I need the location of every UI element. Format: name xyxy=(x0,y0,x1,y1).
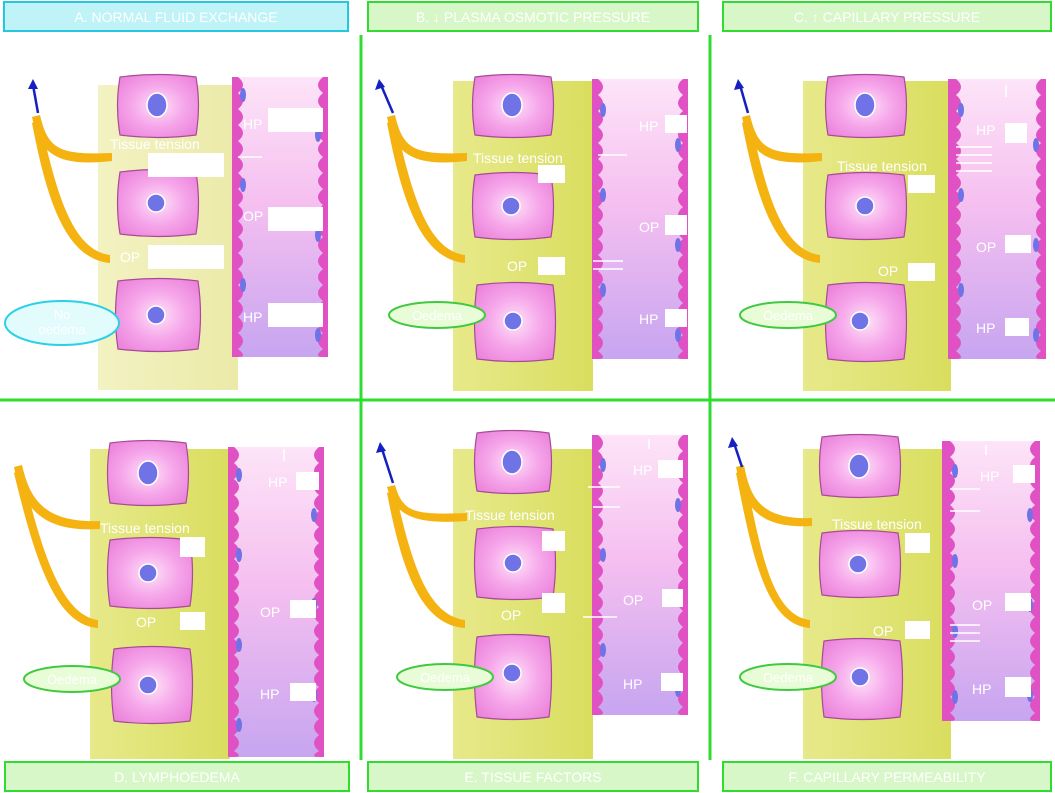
capillary xyxy=(948,79,1046,359)
svg-text:Oedema: Oedema xyxy=(763,670,814,685)
op-vessel-label: OP xyxy=(243,208,263,224)
svg-text:oedema: oedema xyxy=(39,322,87,337)
cell xyxy=(824,171,908,241)
no-oedema-badge: No oedema xyxy=(4,300,120,346)
op-tissue-label: OP xyxy=(136,614,156,630)
header-c: C. ↑ CAPILLARY PRESSURE xyxy=(722,1,1052,32)
header-f: F. CAPILLARY PERMEABILITY xyxy=(722,761,1052,792)
oedema-badge: Oedema xyxy=(739,301,837,329)
tissue-tension-label: Tissue tension xyxy=(100,520,190,536)
cell xyxy=(473,633,553,721)
panel-e: Tissue tension OP HP OP HP Oedema xyxy=(376,429,688,759)
cell xyxy=(818,529,902,599)
header-a-label: A. NORMAL FLUID EXCHANGE xyxy=(74,9,277,25)
svg-text:Oedema: Oedema xyxy=(763,308,814,323)
cell xyxy=(473,429,553,495)
cell xyxy=(471,73,555,139)
panel-a: Tissue tension OP HP OP HP No oedema xyxy=(4,73,328,390)
op-vessel-label: OP xyxy=(972,597,992,613)
op-vessel-label: OP xyxy=(639,219,659,235)
cell xyxy=(114,277,202,353)
hp-top-label: HP xyxy=(976,122,995,138)
hp-top-label: HP xyxy=(243,116,262,132)
svg-text:Oedema: Oedema xyxy=(47,672,98,687)
hp-bottom-label: HP xyxy=(623,676,642,692)
tissue-tension-label: Tissue tension xyxy=(837,158,927,174)
cell xyxy=(106,536,194,610)
hp-bottom-label: HP xyxy=(260,686,279,702)
op-tissue-label: OP xyxy=(873,623,893,639)
hp-top-label: HP xyxy=(639,118,658,134)
cell xyxy=(110,645,194,725)
cell xyxy=(473,281,557,363)
cell xyxy=(818,433,902,499)
header-d: D. LYMPHOEDEMA xyxy=(4,761,350,792)
cell xyxy=(824,281,908,363)
oedema-badge: Oedema xyxy=(396,663,494,691)
op-tissue-label: OP xyxy=(120,249,140,265)
op-vessel-label: OP xyxy=(623,592,643,608)
op-tissue-label: OP xyxy=(501,607,521,623)
op-tissue-label: OP xyxy=(878,263,898,279)
header-e: E. TISSUE FACTORS xyxy=(367,761,699,792)
panel-b: Tissue tension OP HP OP HP Oedema xyxy=(375,73,688,391)
oedema-badge: Oedema xyxy=(388,301,486,329)
op-vessel-label: OP xyxy=(976,239,996,255)
svg-text:No: No xyxy=(54,307,71,322)
tissue-tension-label: Tissue tension xyxy=(473,150,563,166)
header-b: B. ↓ PLASMA OSMOTIC PRESSURE xyxy=(367,1,699,32)
header-c-label: C. ↑ CAPILLARY PRESSURE xyxy=(794,9,980,25)
oedema-badge: Oedema xyxy=(739,663,837,691)
svg-text:Oedema: Oedema xyxy=(412,308,463,323)
tissue-tension-label: Tissue tension xyxy=(110,136,200,152)
hp-top-label: HP xyxy=(633,462,652,478)
svg-text:Oedema: Oedema xyxy=(420,670,471,685)
capillary xyxy=(592,435,688,715)
header-a: A. NORMAL FLUID EXCHANGE xyxy=(3,1,349,32)
header-b-label: B. ↓ PLASMA OSMOTIC PRESSURE xyxy=(416,9,650,25)
hp-top-label: HP xyxy=(980,468,999,484)
panel-f: Tissue tension OP HP OP HP Oedema xyxy=(728,433,1040,759)
header-e-label: E. TISSUE FACTORS xyxy=(464,769,601,785)
op-vessel-label: OP xyxy=(260,604,280,620)
cell xyxy=(471,171,555,241)
oedema-badge: Oedema xyxy=(23,665,121,693)
panel-d: Tissue tension OP HP OP HP Oedema xyxy=(14,439,324,759)
capillary xyxy=(228,447,324,757)
tissue-tension-label: Tissue tension xyxy=(465,507,555,523)
hp-bottom-label: HP xyxy=(639,311,658,327)
cell xyxy=(824,73,908,139)
hp-bottom-label: HP xyxy=(972,681,991,697)
cell xyxy=(820,637,904,721)
hp-top-label: HP xyxy=(268,474,287,490)
hp-bottom-label: HP xyxy=(976,320,995,336)
tissue-tension-label: Tissue tension xyxy=(832,516,922,532)
panel-c: Tissue tension OP HP OP HP Oedema xyxy=(734,73,1046,391)
cell xyxy=(116,168,200,238)
hp-bottom-label: HP xyxy=(243,309,262,325)
header-f-label: F. CAPILLARY PERMEABILITY xyxy=(788,769,986,785)
cell xyxy=(116,73,200,139)
op-tissue-label: OP xyxy=(507,258,527,274)
header-d-label: D. LYMPHOEDEMA xyxy=(114,769,240,785)
cell xyxy=(106,439,190,507)
